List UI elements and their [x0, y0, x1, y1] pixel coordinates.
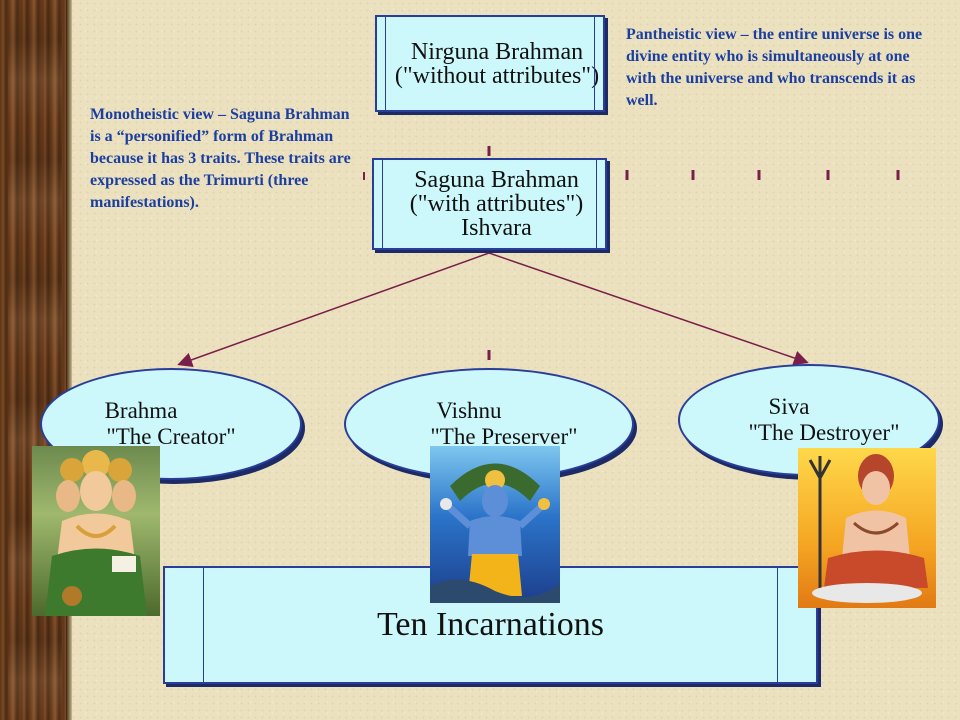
connector-saguna-to-brahma — [177, 252, 490, 368]
vishnu-deity-image — [430, 446, 560, 603]
brahma-name: Brahma — [104, 398, 178, 423]
siva-title: "The Destroyer" — [748, 420, 900, 445]
incarnations-title: Ten Incarnations — [376, 606, 605, 643]
nirguna-brahman-box: Nirguna Brahman ("without attributes") — [375, 15, 605, 112]
saguna-brahman-box: Saguna Brahman ("with attributes") Ishva… — [372, 158, 607, 250]
brahma-title: "The Creator" — [106, 424, 236, 449]
saguna-line3: Ishvara — [461, 215, 532, 241]
saguna-line1: Saguna Brahman — [414, 167, 579, 193]
pantheistic-view-note: Pantheistic view – the entire universe i… — [626, 26, 923, 109]
nirguna-line1: Nirguna Brahman — [410, 38, 584, 65]
saguna-line2: ("with attributes") — [409, 191, 584, 217]
brahma-deity-image — [32, 446, 160, 616]
vishnu-name: Vishnu — [436, 398, 502, 423]
monotheistic-view-note: Monotheistic view – Saguna Brahman is a … — [90, 106, 351, 211]
siva-name: Siva — [768, 394, 810, 419]
wood-border-strip — [0, 0, 72, 720]
nirguna-line2: ("without attributes") — [394, 62, 600, 89]
siva-deity-image — [798, 448, 936, 608]
connector-saguna-to-siva — [488, 252, 809, 366]
vishnu-title: "The Preserver" — [430, 424, 578, 449]
